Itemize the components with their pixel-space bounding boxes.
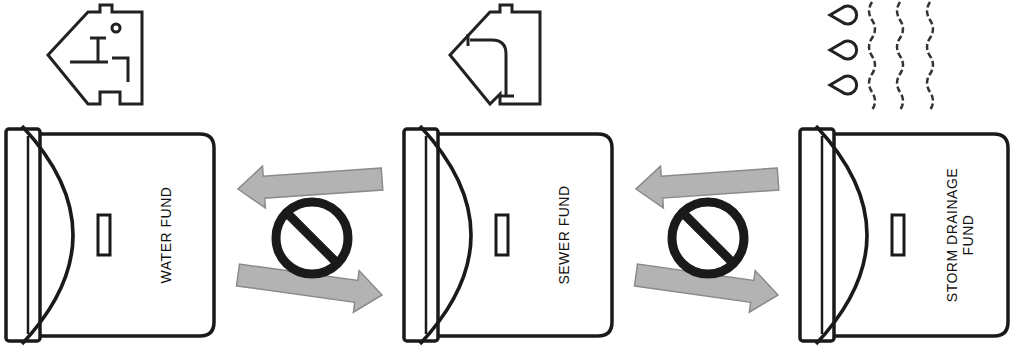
bucket-shape (798, 126, 1012, 344)
bucket-rim (6, 129, 40, 341)
handle-clip (892, 215, 904, 255)
prohibition-sign (672, 202, 744, 274)
water-house-icon (48, 5, 142, 104)
fund-label: WATER FUND (146, 160, 186, 310)
water-wave-icon (869, 2, 933, 110)
bucket-shape (402, 126, 616, 344)
bucket-rim-line (425, 136, 428, 334)
bucket-handle (816, 126, 867, 344)
bucket-handle (22, 126, 73, 344)
bucket-body (16, 134, 214, 336)
bucket-rim (404, 129, 438, 341)
raindrop-icon (830, 6, 857, 94)
sewer-house-icon (450, 5, 540, 104)
bucket-body (414, 134, 612, 336)
blocked-transfer-arrows (237, 166, 383, 312)
fund-label: SEWER FUND (544, 160, 584, 310)
bucket-body (810, 134, 1008, 336)
bucket-shape (4, 126, 218, 344)
bucket-handle (420, 126, 471, 344)
fund-label: STORM DRAINAGE FUND (940, 160, 980, 310)
fund-bucket: WATER FUND (4, 126, 218, 344)
fund-bucket: SEWER FUND (402, 126, 616, 344)
prohibition-sign (276, 202, 348, 274)
handle-clip (98, 215, 110, 255)
handle-clip (496, 215, 508, 255)
blocked-transfer-arrows (635, 166, 779, 312)
fund-bucket: STORM DRAINAGE FUND (798, 126, 1012, 344)
bucket-rim-line (821, 136, 824, 334)
bucket-rim-line (27, 136, 30, 334)
bucket-rim (800, 129, 834, 341)
